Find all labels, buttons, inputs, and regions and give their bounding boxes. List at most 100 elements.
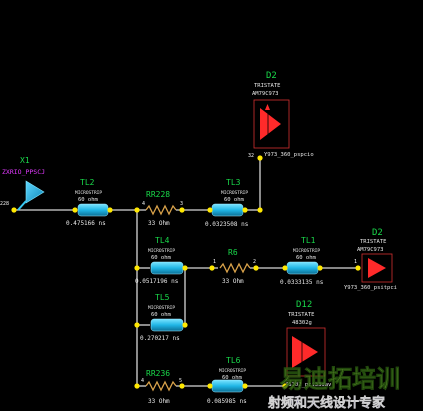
d2-top-type: TRISTATE — [254, 83, 281, 89]
component-tl2[interactable]: TL2 MICROSTRIP 60 ohm 0.475166 ns — [66, 178, 109, 227]
d12-part: 48302g — [292, 320, 312, 326]
d2-right-part: AM79C973 — [357, 247, 384, 253]
tl5-impedance: 60 ohm — [151, 312, 172, 318]
junction-dot-icon — [209, 265, 215, 271]
tl3-impedance: 60 ohm — [224, 197, 245, 203]
microstrip-line-icon — [211, 203, 244, 217]
tristate-driver-icon — [253, 99, 290, 149]
junction-dot-icon — [134, 207, 140, 213]
resistor-zigzag-icon — [145, 380, 177, 392]
d2-right-net: Y973_360_psitpci — [344, 285, 397, 291]
tl5-type: MICROSTRIP — [148, 305, 175, 311]
tl2-impedance: 60 ohm — [78, 197, 99, 203]
component-d2-top[interactable]: D2 TRISTATE AM79C973 32 Y973_360_pspcio — [248, 71, 314, 159]
tl2-delay: 0.475166 ns — [66, 220, 106, 227]
junction-dot-icon — [11, 207, 17, 213]
junction-dot-icon — [257, 155, 263, 161]
tl6-type: MICROSTRIP — [219, 368, 246, 374]
tl3-type: MICROSTRIP — [221, 190, 248, 196]
microstrip-line-icon — [150, 261, 184, 275]
r6-value: 33 Ohm — [222, 278, 244, 285]
junction-dot-icon — [317, 265, 323, 271]
junction-dot-icon — [257, 207, 263, 213]
d2-right-type: TRISTATE — [360, 239, 387, 245]
d2-right-ref: D2 — [372, 228, 383, 238]
junction-dot-icon — [134, 383, 140, 389]
junction-dot-icon — [134, 265, 140, 271]
source-port-icon — [17, 180, 45, 211]
microstrip-line-icon — [150, 318, 184, 332]
junction-dot-icon — [134, 322, 140, 328]
component-tl1[interactable]: TL1 MICROSTRIP 60 ohm 0.0333135 ns — [280, 236, 324, 286]
tl4-type: MICROSTRIP — [148, 248, 175, 254]
x1-ref: X1 — [20, 156, 30, 165]
rr228-ref: RR228 — [146, 190, 170, 199]
d2-right-pin: 1 — [354, 259, 357, 265]
junction-dot-icon — [207, 383, 213, 389]
d2-top-part: AM79C973 — [252, 91, 279, 97]
component-tl3[interactable]: TL3 MICROSTRIP 60 ohm 0.0323508 ns — [205, 178, 249, 228]
d2-top-pin: 32 — [248, 153, 254, 159]
junction-dot-icon — [107, 207, 113, 213]
microstrip-line-icon — [286, 261, 319, 275]
resistor-zigzag-icon — [145, 204, 177, 216]
junction-dot-icon — [182, 265, 188, 271]
rr236-ref: RR236 — [146, 369, 170, 378]
tl1-type: MICROSTRIP — [293, 248, 320, 254]
tl4-impedance: 60 ohm — [151, 255, 172, 261]
tl3-ref: TL3 — [226, 178, 241, 187]
component-tl4[interactable]: TL4 MICROSTRIP 60 ohm 0.0517196 ns — [135, 236, 184, 285]
r6-pin-in: 1 — [213, 259, 216, 265]
d12-net: 48302_pci33dav — [285, 382, 332, 388]
d2-top-net: Y973_360_pspcio — [264, 152, 314, 158]
tl2-ref: TL2 — [80, 178, 95, 187]
component-rr228[interactable]: RR228 4 3 33 Ohm — [142, 190, 183, 227]
tl1-ref: TL1 — [301, 236, 316, 245]
tristate-driver-icon — [286, 327, 326, 377]
junction-dot-icon — [242, 207, 248, 213]
rr236-pin-in: 4 — [141, 378, 144, 384]
tl4-delay: 0.0517196 ns — [135, 278, 179, 285]
rr228-value: 33 Ohm — [148, 220, 170, 227]
tl5-ref: TL5 — [155, 293, 170, 302]
rr236-pin-out: 5 — [179, 378, 182, 384]
rr228-pin-in: 4 — [142, 201, 145, 207]
x1-value: ZXRIO_PPSCJ — [2, 168, 45, 176]
junctions — [11, 155, 361, 389]
tl1-impedance: 60 ohm — [296, 255, 317, 261]
component-tl6[interactable]: TL6 MICROSTRIP 60 ohm 0.085985 ns — [207, 356, 247, 405]
d12-ref: D12 — [296, 300, 312, 310]
junction-dot-icon — [253, 265, 259, 271]
tl1-delay: 0.0333135 ns — [280, 279, 324, 286]
junction-dot-icon — [207, 207, 213, 213]
tl6-delay: 0.085985 ns — [207, 398, 247, 405]
tl3-delay: 0.0323508 ns — [205, 221, 249, 228]
junction-dot-icon — [179, 207, 185, 213]
tl6-impedance: 60 ohm — [222, 375, 243, 381]
tristate-driver-icon — [361, 253, 393, 283]
microstrip-line-icon — [77, 203, 109, 217]
tl6-ref: TL6 — [226, 356, 241, 365]
component-d12[interactable]: D12 TRISTATE 48302g 48302_pci33dav — [285, 300, 332, 388]
resistor-zigzag-icon — [219, 262, 251, 274]
junction-dot-icon — [72, 207, 78, 213]
watermark-main: 易迪拓培训 — [280, 365, 400, 393]
component-x1[interactable]: X1 ZXRIO_PPSCJ 228 — [0, 156, 45, 211]
component-d2-right[interactable]: D2 TRISTATE AM79C973 1 Y973_360_psitpci — [344, 228, 397, 291]
junction-dot-icon — [182, 322, 188, 328]
junction-dot-icon — [355, 265, 361, 271]
tl2-type: MICROSTRIP — [75, 190, 102, 196]
r6-ref: R6 — [228, 248, 238, 257]
component-r6[interactable]: R6 1 2 33 Ohm — [213, 248, 256, 285]
watermark: 易迪拓培训 射频和天线设计专家 — [267, 365, 401, 411]
junction-dot-icon — [282, 383, 288, 389]
r6-pin-out: 2 — [253, 259, 256, 265]
tl4-ref: TL4 — [155, 236, 170, 245]
x1-pin: 228 — [0, 201, 9, 207]
rr236-value: 33 Ohm — [148, 398, 170, 405]
watermark-sub: 射频和天线设计专家 — [267, 395, 386, 411]
component-tl5[interactable]: TL5 MICROSTRIP 60 ohm 0.270217 ns — [140, 293, 184, 342]
junction-dot-icon — [282, 265, 288, 271]
component-rr236[interactable]: RR236 4 5 33 Ohm — [141, 369, 182, 405]
